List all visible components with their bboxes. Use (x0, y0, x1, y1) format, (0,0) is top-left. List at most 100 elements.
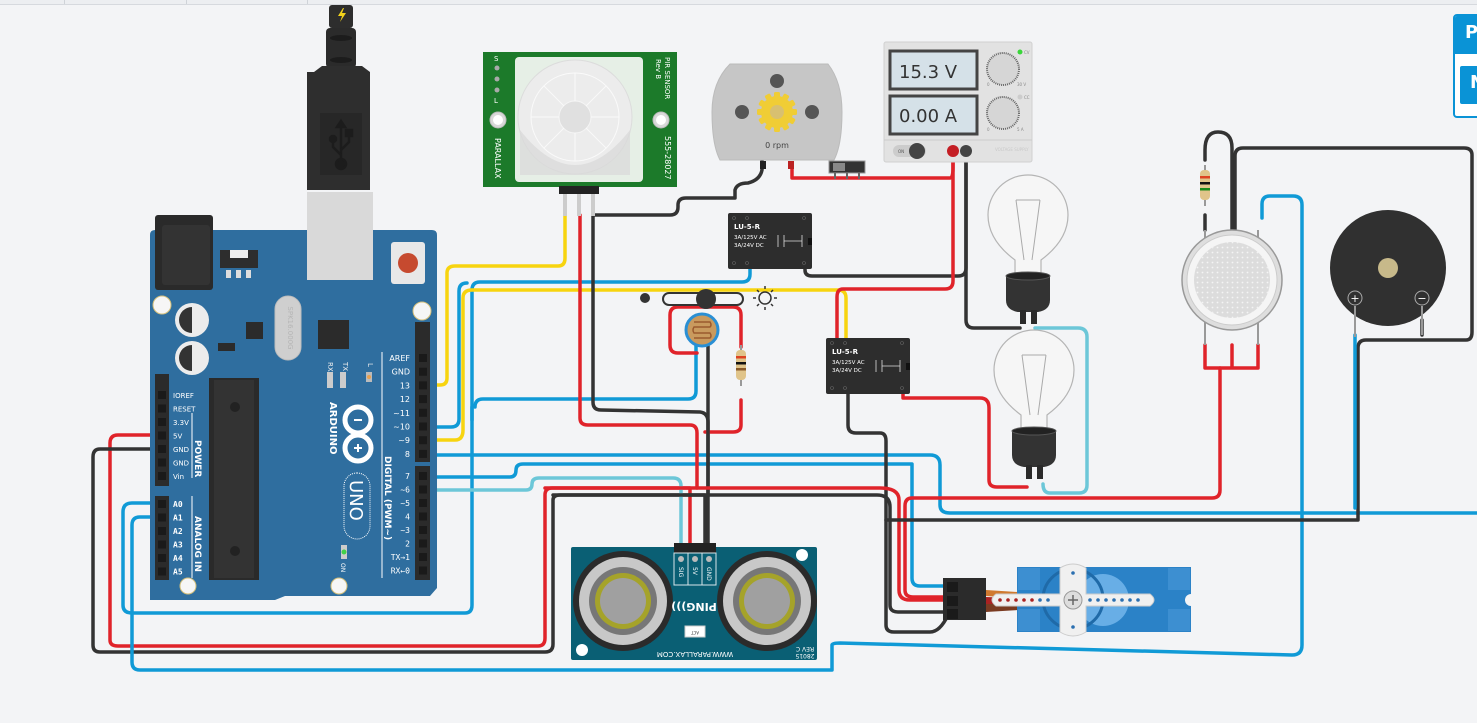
analog-pin-label: A1 (173, 514, 183, 523)
pir-rev-label: Rev B (654, 59, 662, 79)
gas-sensor[interactable] (1181, 229, 1283, 345)
wire-pin8-blue[interactable] (423, 453, 1477, 515)
wire-relay2-black[interactable] (846, 391, 950, 634)
ping-rev-label: REV C (796, 645, 814, 652)
wires (91, 130, 1477, 672)
ping-part-label: 28015 (795, 652, 814, 659)
wire-ldr-blue[interactable] (473, 343, 698, 409)
pir-sensor[interactable]: S L PARALLAX PIR SENSOR Rev B 555-28027 (483, 52, 677, 216)
buzzer-minus-label: − (1417, 292, 1426, 305)
wire-a1-blue[interactable] (130, 194, 1304, 672)
voltage-regulator (220, 250, 258, 268)
relay-ac-rating: 3A/125V AC (734, 235, 767, 241)
led-l-label: L (366, 363, 374, 367)
wire-pir-relay-black[interactable] (591, 158, 764, 217)
cc-label: CC (1024, 95, 1030, 100)
negative-terminal[interactable] (960, 145, 972, 157)
wire-5v-red[interactable] (108, 433, 692, 648)
buzzer-plus-label: + (1350, 292, 1359, 305)
crystal-label: SPK16.000G (286, 306, 294, 349)
wire-bulb-cyan[interactable] (1033, 326, 1089, 495)
wire-ldr-red[interactable] (668, 305, 743, 355)
light-bulb-2[interactable] (993, 329, 1075, 479)
pir-part-label: 555-28027 (663, 136, 672, 180)
wire-black-horizontal[interactable] (884, 146, 1474, 522)
on-label: ON (339, 563, 346, 572)
model-label: UNO (345, 480, 366, 521)
relay-2[interactable]: LU-5-R 3A/125V AC 3A/24V DC (826, 338, 910, 394)
digital-header-bottom (415, 466, 430, 580)
relay-model-label: LU-5-R (734, 223, 761, 231)
micro-servo[interactable] (943, 563, 1191, 637)
slide-switch[interactable] (828, 160, 866, 179)
cc-indicator (1017, 94, 1023, 100)
wire-servo-black[interactable] (551, 493, 952, 614)
cv-indicator (1017, 49, 1023, 55)
power-pin-label: IOREF (173, 392, 194, 400)
resistor[interactable] (1200, 165, 1210, 206)
relay-dc-rating: 3A/24V DC (734, 243, 764, 249)
wire-pin10-blue[interactable] (423, 281, 469, 429)
wire-a0-blue[interactable] (121, 266, 752, 615)
wire-pin6-cyan[interactable] (423, 476, 683, 547)
usb-cable[interactable] (307, 5, 373, 282)
power-supply[interactable]: 15.3 V 0.00 A CV CC 0 30 V 0 5 A ON VOLT… (883, 41, 1033, 163)
usb-plug-top (329, 5, 353, 28)
resistor[interactable] (736, 345, 746, 386)
wire-relay2-red[interactable] (901, 391, 1029, 489)
top-toolbar-strip (0, 0, 1477, 5)
arduino-uno-board[interactable]: SPK16.000G RX TX L ARDUINO UNO ON IOREFR… (150, 215, 437, 600)
dc-motor[interactable]: 0 rpm (711, 63, 843, 169)
wire-pir-red[interactable] (578, 213, 699, 490)
analog-header (155, 496, 169, 580)
photoresistor[interactable] (640, 286, 777, 348)
relay-model-label: LU-5-R (832, 348, 859, 356)
gear-icon (757, 92, 797, 132)
digital-pin-label: ~5 (400, 499, 410, 508)
digital-pin-label: GND (392, 368, 410, 377)
current-knob[interactable] (986, 96, 1020, 130)
wire-gas-red[interactable] (903, 366, 1222, 599)
analog-pin-label: A3 (173, 541, 183, 550)
ping-name-label: PING))) (671, 600, 716, 613)
wire-pin13-yellow[interactable] (423, 213, 567, 387)
positive-terminal[interactable] (947, 145, 959, 157)
side-panel-button-1[interactable]: P (1455, 16, 1477, 54)
relay-ac-rating: 3A/125V AC (832, 360, 865, 366)
power-pin-label: GND (173, 460, 189, 468)
wire-pir-black[interactable] (591, 213, 710, 497)
wire-pin9-yellow[interactable] (423, 288, 848, 442)
wire-gas-red-bus[interactable] (1203, 343, 1260, 370)
dark-indicator-icon (640, 293, 650, 303)
piezo-buzzer[interactable]: + − (1330, 210, 1446, 337)
wire-servo-red-2[interactable] (543, 486, 952, 602)
light-bulb-1[interactable] (987, 174, 1069, 324)
power-pin-label: Vin (173, 473, 184, 481)
wire-gas-black-loop[interactable] (1203, 130, 1234, 232)
wire-relay1-black-2[interactable] (964, 150, 1022, 330)
analog-section-label: ANALOG IN (192, 516, 202, 572)
digital-pin-label: 4 (405, 513, 410, 522)
usb-icon (328, 118, 354, 171)
relay-dc-rating: 3A/24V DC (832, 368, 862, 374)
voltage-knob[interactable] (986, 52, 1020, 86)
side-panel-button-2[interactable]: N (1458, 64, 1477, 106)
digital-pin-label: ~6 (400, 486, 410, 495)
toolbar-divider (186, 0, 187, 4)
power-section-label: POWER (192, 440, 202, 477)
power-pin-label: 3.3V (173, 419, 189, 427)
wire-resistor-red[interactable] (703, 398, 743, 434)
power-pin-label: 5V (173, 433, 182, 441)
light-slider-handle[interactable] (696, 289, 716, 309)
ping-gnd-label: GND (705, 567, 712, 581)
act-led (684, 625, 706, 638)
motor-speed-readout: 0 rpm (765, 141, 789, 150)
digital-pin-label: ~3 (400, 526, 410, 535)
wire-pin7-blue[interactable] (423, 462, 952, 588)
wire-supply-red-2[interactable] (835, 150, 955, 340)
on-switch-label: ON (898, 149, 904, 154)
relay-1[interactable]: LU-5-R 3A/125V AC 3A/24V DC (728, 213, 812, 269)
on-led (341, 549, 347, 555)
ping-ultrasonic-sensor[interactable]: SIG 5V GND PING))) ACT WWW.PARALLAX.COM … (571, 543, 817, 660)
